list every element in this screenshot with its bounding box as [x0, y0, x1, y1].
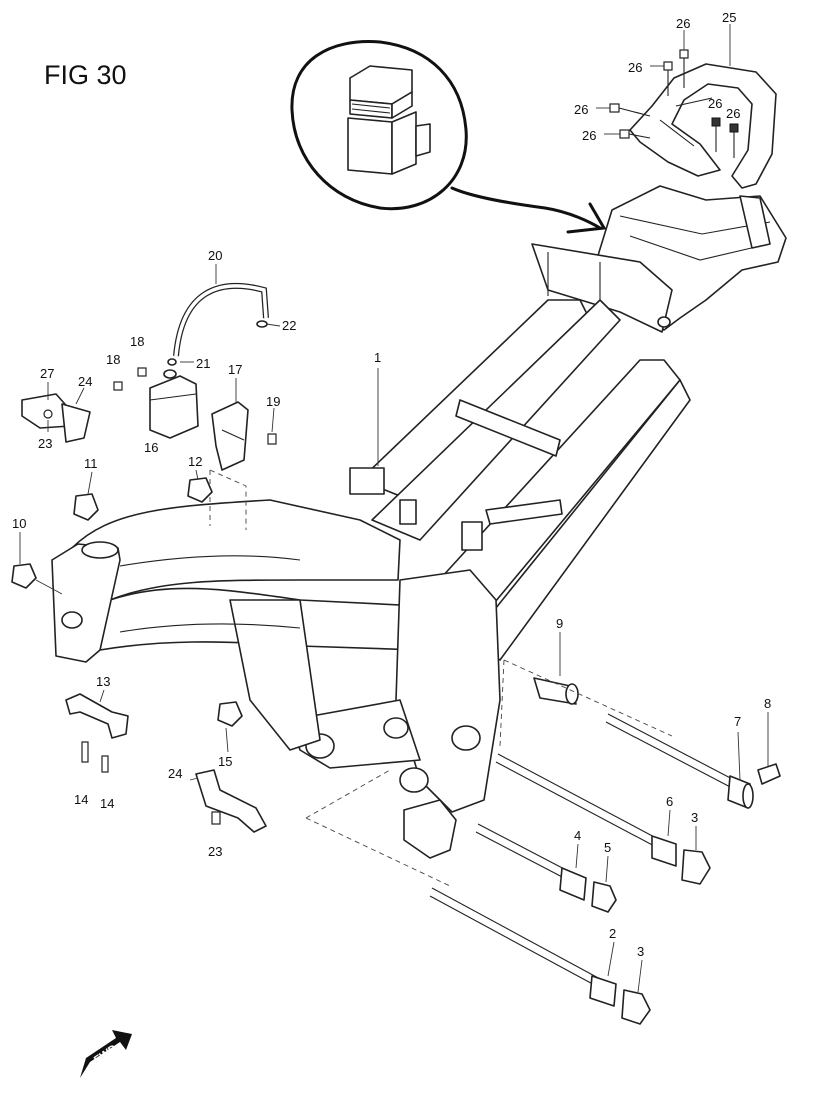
grab-rail [629, 63, 777, 189]
bolt-14-a-icon [81, 741, 89, 763]
grab-rail-bolts [609, 49, 739, 158]
bolt-26-c-icon [609, 103, 651, 117]
bolt-26-f-icon [729, 123, 739, 158]
nut-15-icon [217, 701, 243, 727]
callout-3-upper: 3 [691, 810, 698, 825]
main-frame [51, 299, 691, 859]
long-bolt-2 [429, 887, 617, 1007]
rear-subframe [531, 185, 787, 333]
nut-3-lower-icon [621, 989, 651, 1025]
callout-23-b: 23 [208, 844, 222, 859]
small-fasteners [113, 358, 277, 445]
bolts-14 [81, 741, 109, 773]
callout-21: 21 [196, 356, 210, 371]
bolt-19-icon [267, 433, 277, 445]
alignment-lines [209, 469, 673, 887]
nut-5-icon [591, 881, 617, 913]
callout-7: 7 [734, 714, 741, 729]
callout-26-a: 26 [676, 16, 690, 31]
callout-26-e: 26 [708, 96, 722, 111]
callout-10: 10 [12, 516, 26, 531]
bracket-17 [211, 401, 249, 471]
callout-27: 27 [40, 366, 54, 381]
callout-13: 13 [96, 674, 110, 689]
breather-hose [173, 282, 269, 357]
bolt-18-a-icon [137, 367, 147, 377]
callout-14-a: 14 [74, 792, 88, 807]
callout-18-b: 18 [106, 352, 120, 367]
callout-18-a: 18 [130, 334, 144, 349]
highlight-circle-ecu [290, 40, 607, 234]
clip-21-icon [167, 358, 177, 366]
bolt-8-icon [757, 763, 781, 785]
bolt-23-lower-icon [211, 811, 221, 825]
callout-5: 5 [604, 840, 611, 855]
callout-26-d: 26 [582, 128, 596, 143]
bolt-18-b-icon [113, 381, 123, 391]
callout-26-b: 26 [628, 60, 642, 75]
callout-19: 19 [266, 394, 280, 409]
nut-3-upper-icon [681, 849, 711, 885]
nut-12-icon [187, 477, 213, 503]
fwd-arrow-icon: FWD [80, 1030, 132, 1078]
callout-20: 20 [208, 248, 222, 263]
callout-26-c: 26 [574, 102, 588, 117]
fwd-label: FWD [92, 1043, 120, 1067]
long-bolt-4 [475, 823, 587, 901]
reservoir-16 [149, 369, 199, 439]
callout-22: 22 [282, 318, 296, 333]
long-bolt-6 [495, 753, 677, 867]
callout-2: 2 [609, 926, 616, 941]
bolt-26-e-icon [711, 117, 721, 152]
bracket-24-lower [195, 769, 267, 833]
leader-lines [19, 24, 769, 993]
callout-23-a: 23 [38, 436, 52, 451]
callout-11: 11 [84, 456, 98, 471]
callout-14-b: 14 [100, 796, 114, 811]
nut-11-icon [73, 493, 99, 521]
bolt-7-group [533, 677, 754, 809]
bolt-14-b-icon [101, 755, 109, 773]
bracket-13 [65, 693, 129, 739]
figure-title: FIG 30 [44, 60, 127, 90]
callout-24-a: 24 [78, 374, 92, 389]
nut-10-icon [11, 563, 37, 589]
callout-25: 25 [722, 10, 736, 25]
callout-labels: 1 2 3 3 4 5 6 7 8 9 10 11 12 13 14 14 15… [12, 10, 771, 959]
callout-16: 16 [144, 440, 158, 455]
bracket-27-group [21, 393, 91, 443]
ecu-module-icon [347, 65, 431, 175]
callout-8: 8 [764, 696, 771, 711]
callout-12: 12 [188, 454, 202, 469]
callout-9: 9 [556, 616, 563, 631]
callout-24-b: 24 [168, 766, 182, 781]
callout-3-lower: 3 [637, 944, 644, 959]
callout-17: 17 [228, 362, 242, 377]
callout-15: 15 [218, 754, 232, 769]
callout-6: 6 [666, 794, 673, 809]
callout-26-f: 26 [726, 106, 740, 121]
callout-4: 4 [574, 828, 581, 843]
callout-1: 1 [374, 350, 381, 365]
